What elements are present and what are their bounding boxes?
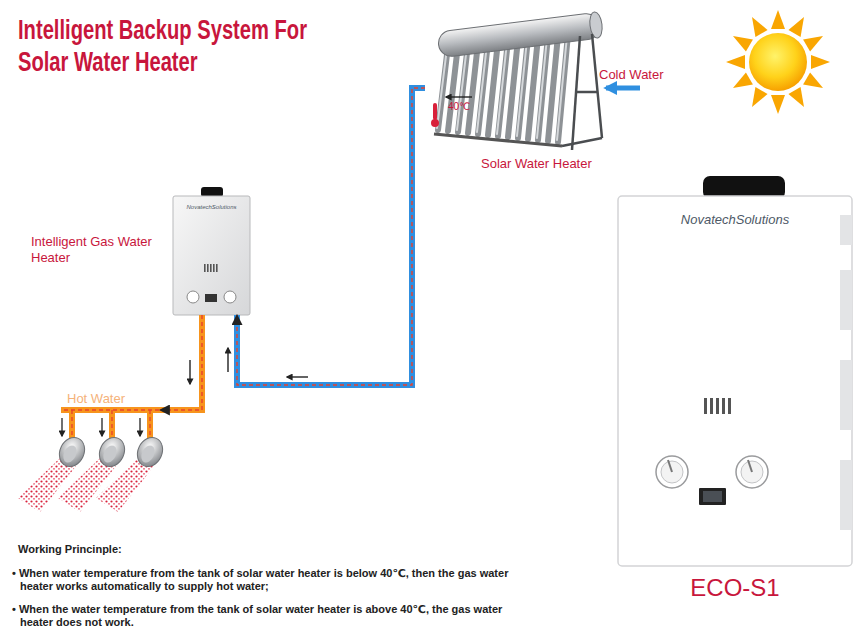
note-text: 40℃ <box>448 101 488 113</box>
note-text: • When water temperature from the tank o… <box>12 567 510 593</box>
component-label: NovatechSolutions <box>618 212 852 228</box>
note-text: • When the water temperature from the ta… <box>12 603 510 629</box>
component-box: Hot Water <box>40 388 160 513</box>
flow-arrow <box>189 360 190 384</box>
gas-heater-product-illustration <box>618 176 852 566</box>
sun-symbol <box>726 10 830 114</box>
component-label: Solar Water Heater <box>481 156 631 172</box>
component-box: NovatechSolutionsECO-S1 <box>618 196 852 566</box>
gas-heater-illustration <box>173 187 250 315</box>
pipe-centerline <box>237 88 425 385</box>
thermometer-symbol <box>431 103 439 127</box>
component-box: Intelligent Gas Water HeaterNovatechSolu… <box>173 196 250 315</box>
note-text: Cold Water <box>599 67 719 83</box>
note-text: Working Princinple: <box>18 543 318 556</box>
water-pipe <box>160 315 202 410</box>
cold-water-arrow <box>606 86 640 91</box>
component-box: Solar Water Heater <box>425 10 615 175</box>
flow-arrow <box>287 376 308 377</box>
component-label: Intelligent Gas Water Heater <box>31 234 159 265</box>
flow-arrow <box>446 96 472 97</box>
water-pipe <box>237 88 425 385</box>
pipe-arrowhead <box>237 88 425 385</box>
pipe-arrowhead <box>160 315 202 410</box>
pipe-centerline <box>160 315 202 410</box>
solar-heater-illustration <box>434 11 604 150</box>
flow-arrow <box>227 348 228 372</box>
component-label: Hot Water <box>67 391 157 407</box>
shower-illustration <box>18 410 167 512</box>
diagram-title: Intelligent Backup System For Solar Wate… <box>18 14 328 78</box>
component-label: ECO-S1 <box>618 574 852 603</box>
component-label: NovatechSolutions <box>173 204 250 211</box>
